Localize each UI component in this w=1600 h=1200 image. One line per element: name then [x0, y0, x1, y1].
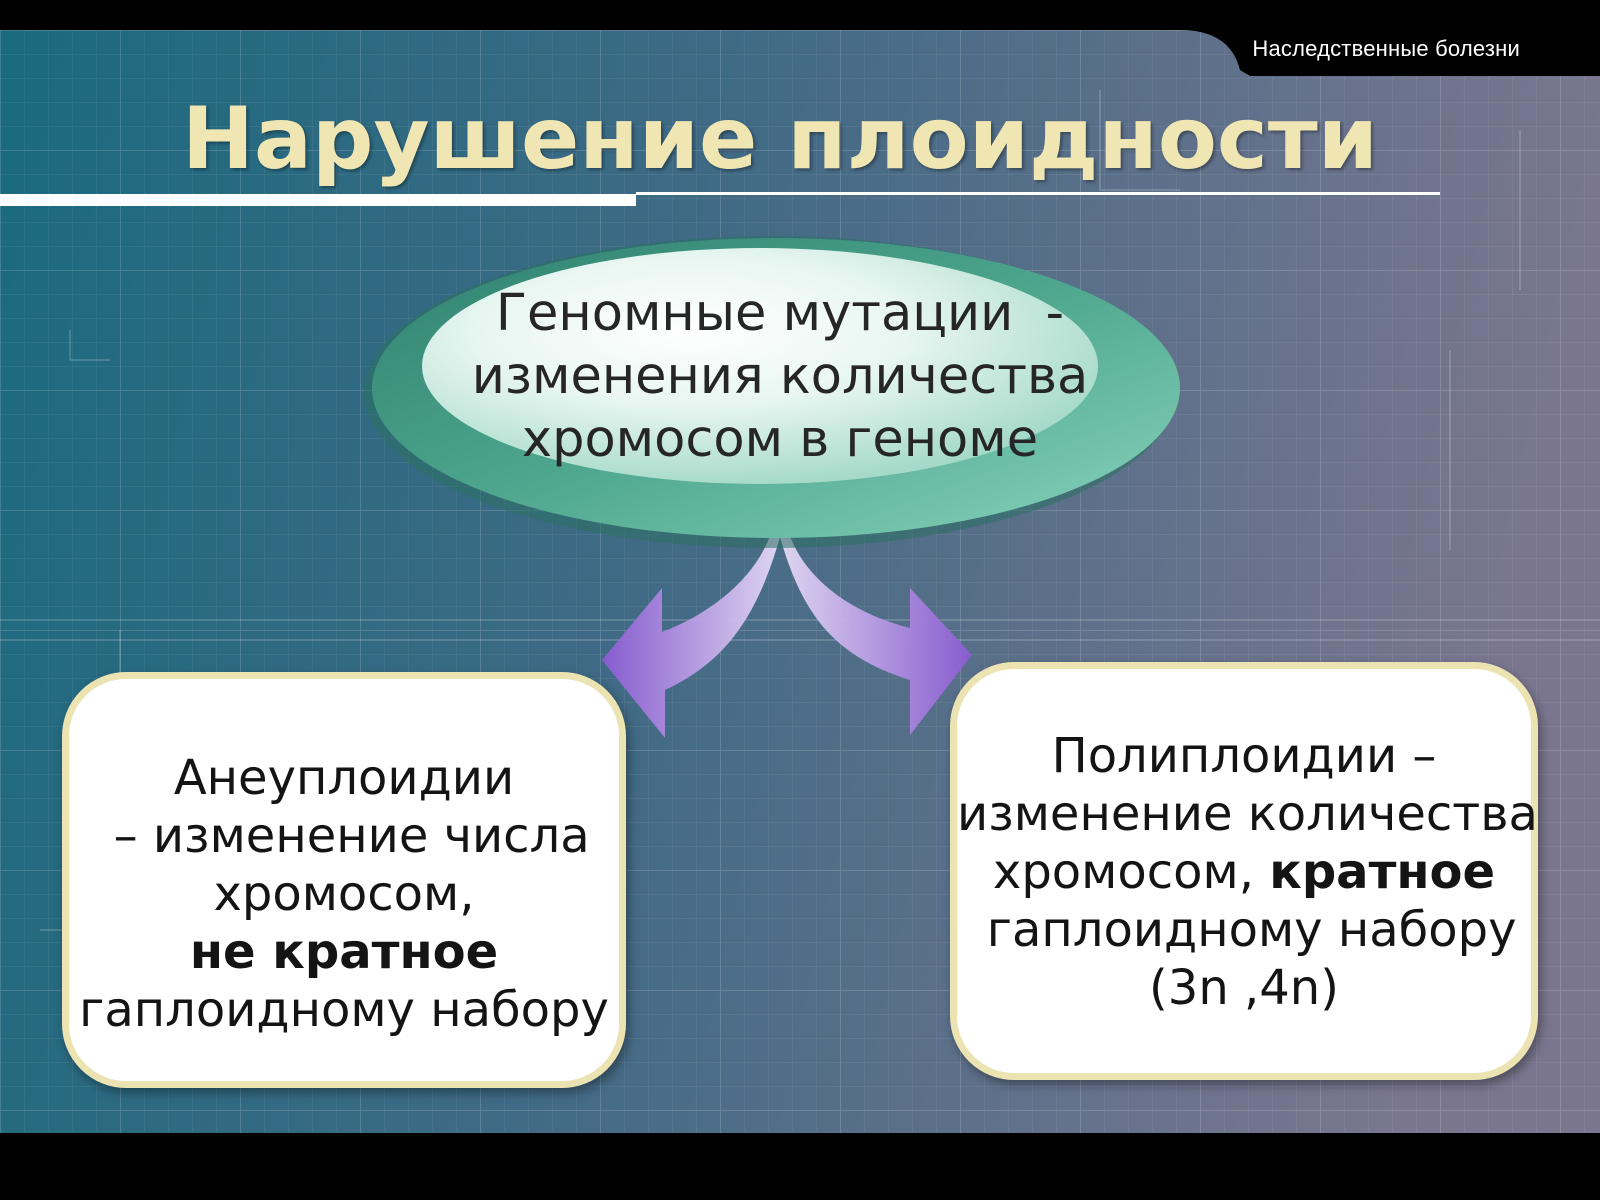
polyploidy-line-4: гаплоидному набору: [971, 902, 1517, 958]
aneuploidy-bold-term: не кратное: [189, 924, 499, 980]
polyploidy-line-2: изменение количества: [957, 786, 1538, 842]
section-label: Наследственные болезни: [1252, 36, 1520, 61]
title-underline-thick: [0, 194, 636, 206]
polyploidy-box: Полиплоидии – изменение количества хромо…: [950, 662, 1538, 1080]
central-line-1: Геномные мутации -: [495, 284, 1065, 343]
polyploidy-text: Полиплоидии – изменение количества хромо…: [957, 727, 1538, 1017]
aneuploidy-text: Анеуплоидии – изменение числа хромосом, …: [69, 749, 619, 1039]
title-underline-thin: [636, 192, 1440, 195]
polyploidy-line-1: Полиплоидии –: [1051, 728, 1437, 784]
aneuploidy-line-1: Анеуплоидии: [173, 750, 515, 806]
central-line-3: хромосом в геноме: [521, 410, 1039, 469]
central-definition: Геномные мутации - изменения количества …: [430, 282, 1130, 471]
slide-title: Нарушение плоидности: [181, 89, 1379, 189]
polyploidy-line-5: (3n ,4n): [1149, 960, 1339, 1016]
polyploidy-line-3-prefix: хромосом,: [992, 844, 1270, 900]
polyploidy-bold-term: кратное: [1269, 844, 1496, 900]
aneuploidy-box: Анеуплоидии – изменение числа хромосом, …: [62, 672, 626, 1088]
aneuploidy-line-3: хромосом,: [213, 866, 475, 922]
aneuploidy-line-2: – изменение числа: [98, 808, 590, 864]
central-line-2: изменения количества: [471, 347, 1089, 406]
central-ellipse: [364, 236, 1180, 548]
arrow-right-icon: [778, 530, 972, 735]
aneuploidy-line-5: гаплоидному набору: [79, 982, 609, 1038]
arrow-left-icon: [602, 530, 782, 738]
